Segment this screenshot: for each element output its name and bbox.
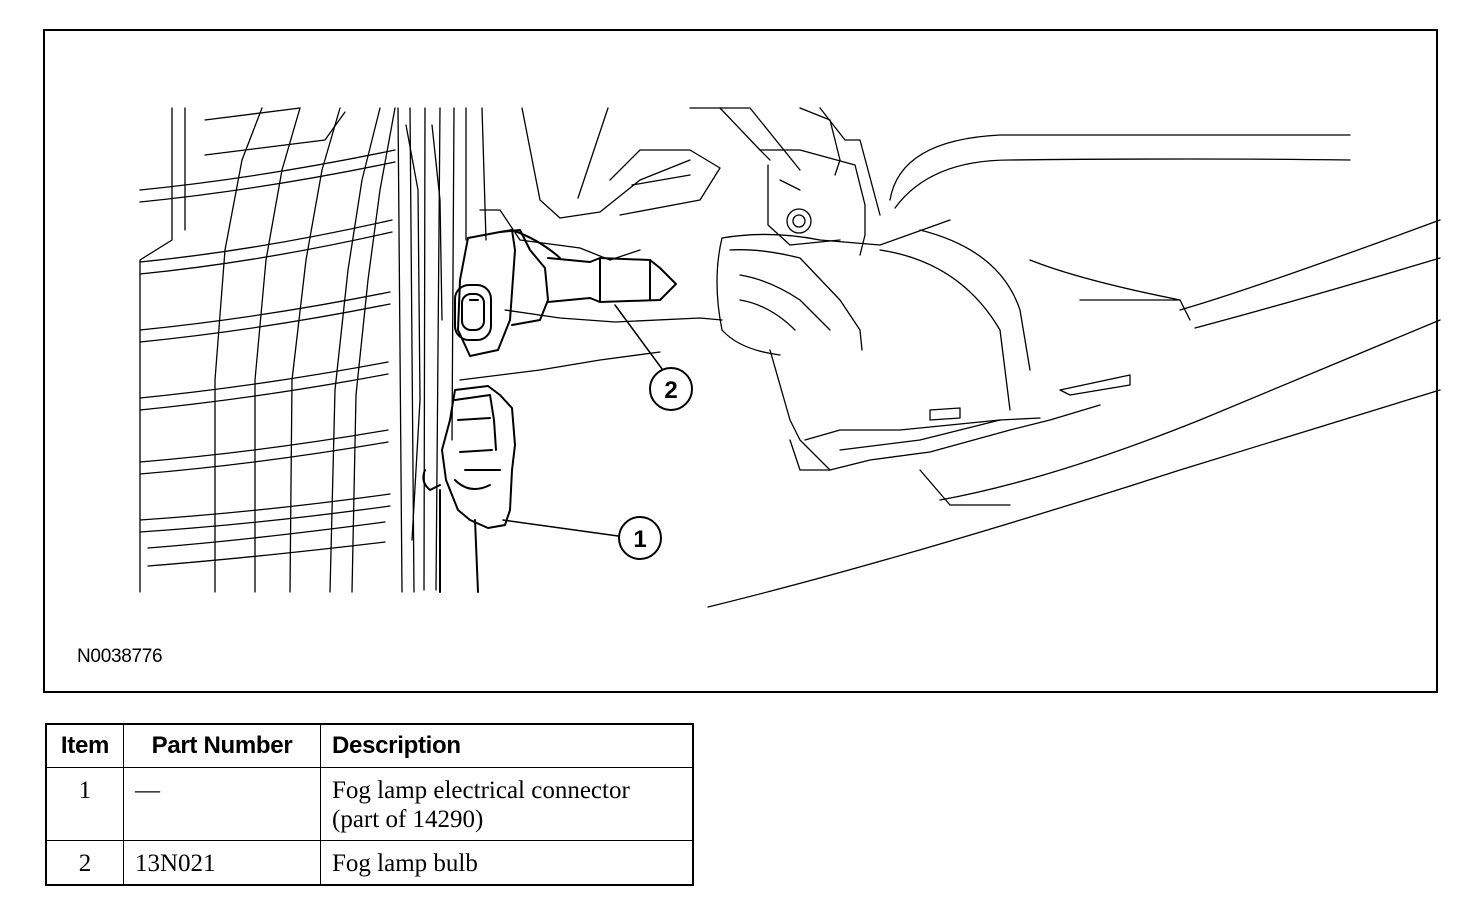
leader-lines: [502, 304, 666, 537]
parts-table: Item Part Number Description 1 — Fog lam…: [45, 723, 694, 886]
callout-circle-1: [618, 516, 662, 560]
cell-item: 1: [45, 767, 124, 841]
cell-item: 2: [45, 840, 124, 886]
header-part-number: Part Number: [123, 723, 321, 768]
grille-lattice: [139, 107, 396, 593]
leader-line-2: [614, 304, 666, 374]
cell-description: Fog lamp electrical connector (part of 1…: [320, 767, 694, 841]
cell-description: Fog lamp bulb: [320, 840, 694, 886]
callout-label-1: 1: [633, 526, 646, 553]
table-header-row: Item Part Number Description: [45, 723, 694, 768]
callout-label-2: 2: [664, 377, 677, 404]
callout-circle-2: [649, 367, 693, 411]
figure-id: N0038776: [77, 646, 163, 667]
cell-part-number: 13N021: [123, 840, 321, 886]
grille-slats: [397, 107, 487, 593]
table-row: 2 13N021 Fog lamp bulb: [45, 840, 694, 886]
leader-line-1: [502, 519, 619, 537]
header-description: Description: [320, 723, 694, 768]
cell-part-number: —: [123, 767, 321, 841]
bumper-housing: [459, 107, 1351, 381]
figure-frame: [43, 29, 1438, 693]
header-item: Item: [45, 723, 124, 768]
table-row: 1 — Fog lamp electrical connector (part …: [45, 767, 694, 841]
fog-lamp-housing: [707, 149, 1441, 608]
fog-lamp-electrical-connector: [422, 385, 516, 593]
fog-lamp-bulb: [454, 229, 677, 357]
